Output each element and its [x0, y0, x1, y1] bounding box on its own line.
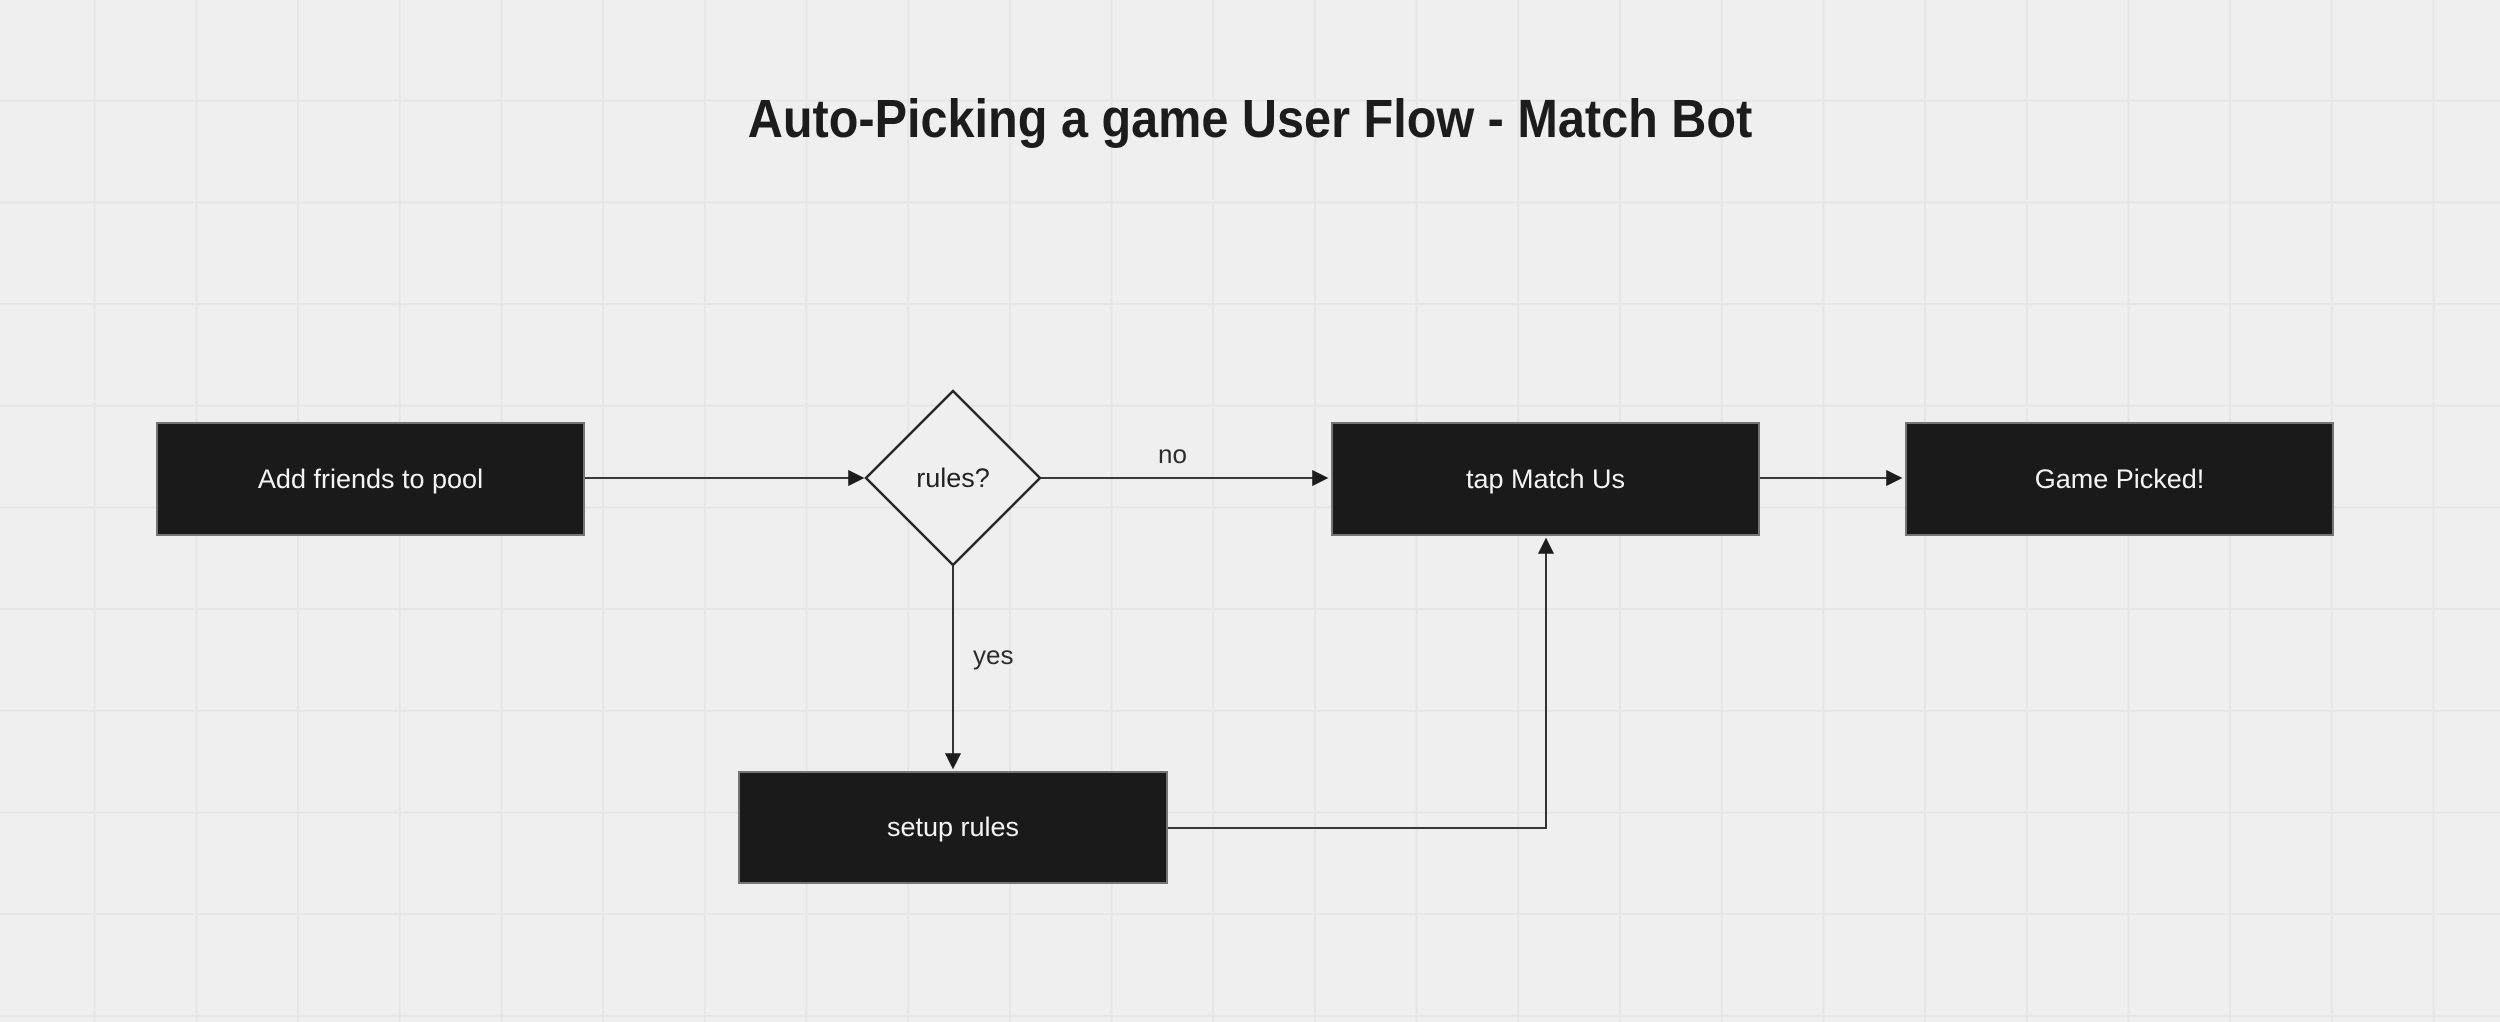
node-add-friends-to-pool[interactable]: Add friends to pool: [156, 422, 585, 536]
diagram-title: Auto-Picking a game User Flow - Match Bo…: [747, 89, 1753, 149]
node-setup-rules[interactable]: setup rules: [738, 771, 1168, 884]
edge-label-no: no: [1158, 439, 1187, 469]
node-rules-decision[interactable]: rules?: [866, 391, 1040, 565]
node-label: Game Picked!: [2034, 463, 2205, 494]
edge-setup-rules-to-tap-match-us: [1168, 537, 1555, 829]
decision-node-rules-shape[interactable]: [864, 389, 1042, 567]
node-game-picked[interactable]: Game Picked!: [1905, 422, 2334, 536]
node-label: setup rules: [886, 812, 1020, 842]
node-label: tap Match Us: [1465, 463, 1626, 494]
node-label: rules?: [916, 462, 990, 493]
node-label: Add friends to pool: [257, 463, 484, 494]
edge-label-yes: yes: [973, 640, 1014, 670]
node-tap-match-us[interactable]: tap Match Us: [1331, 422, 1760, 536]
